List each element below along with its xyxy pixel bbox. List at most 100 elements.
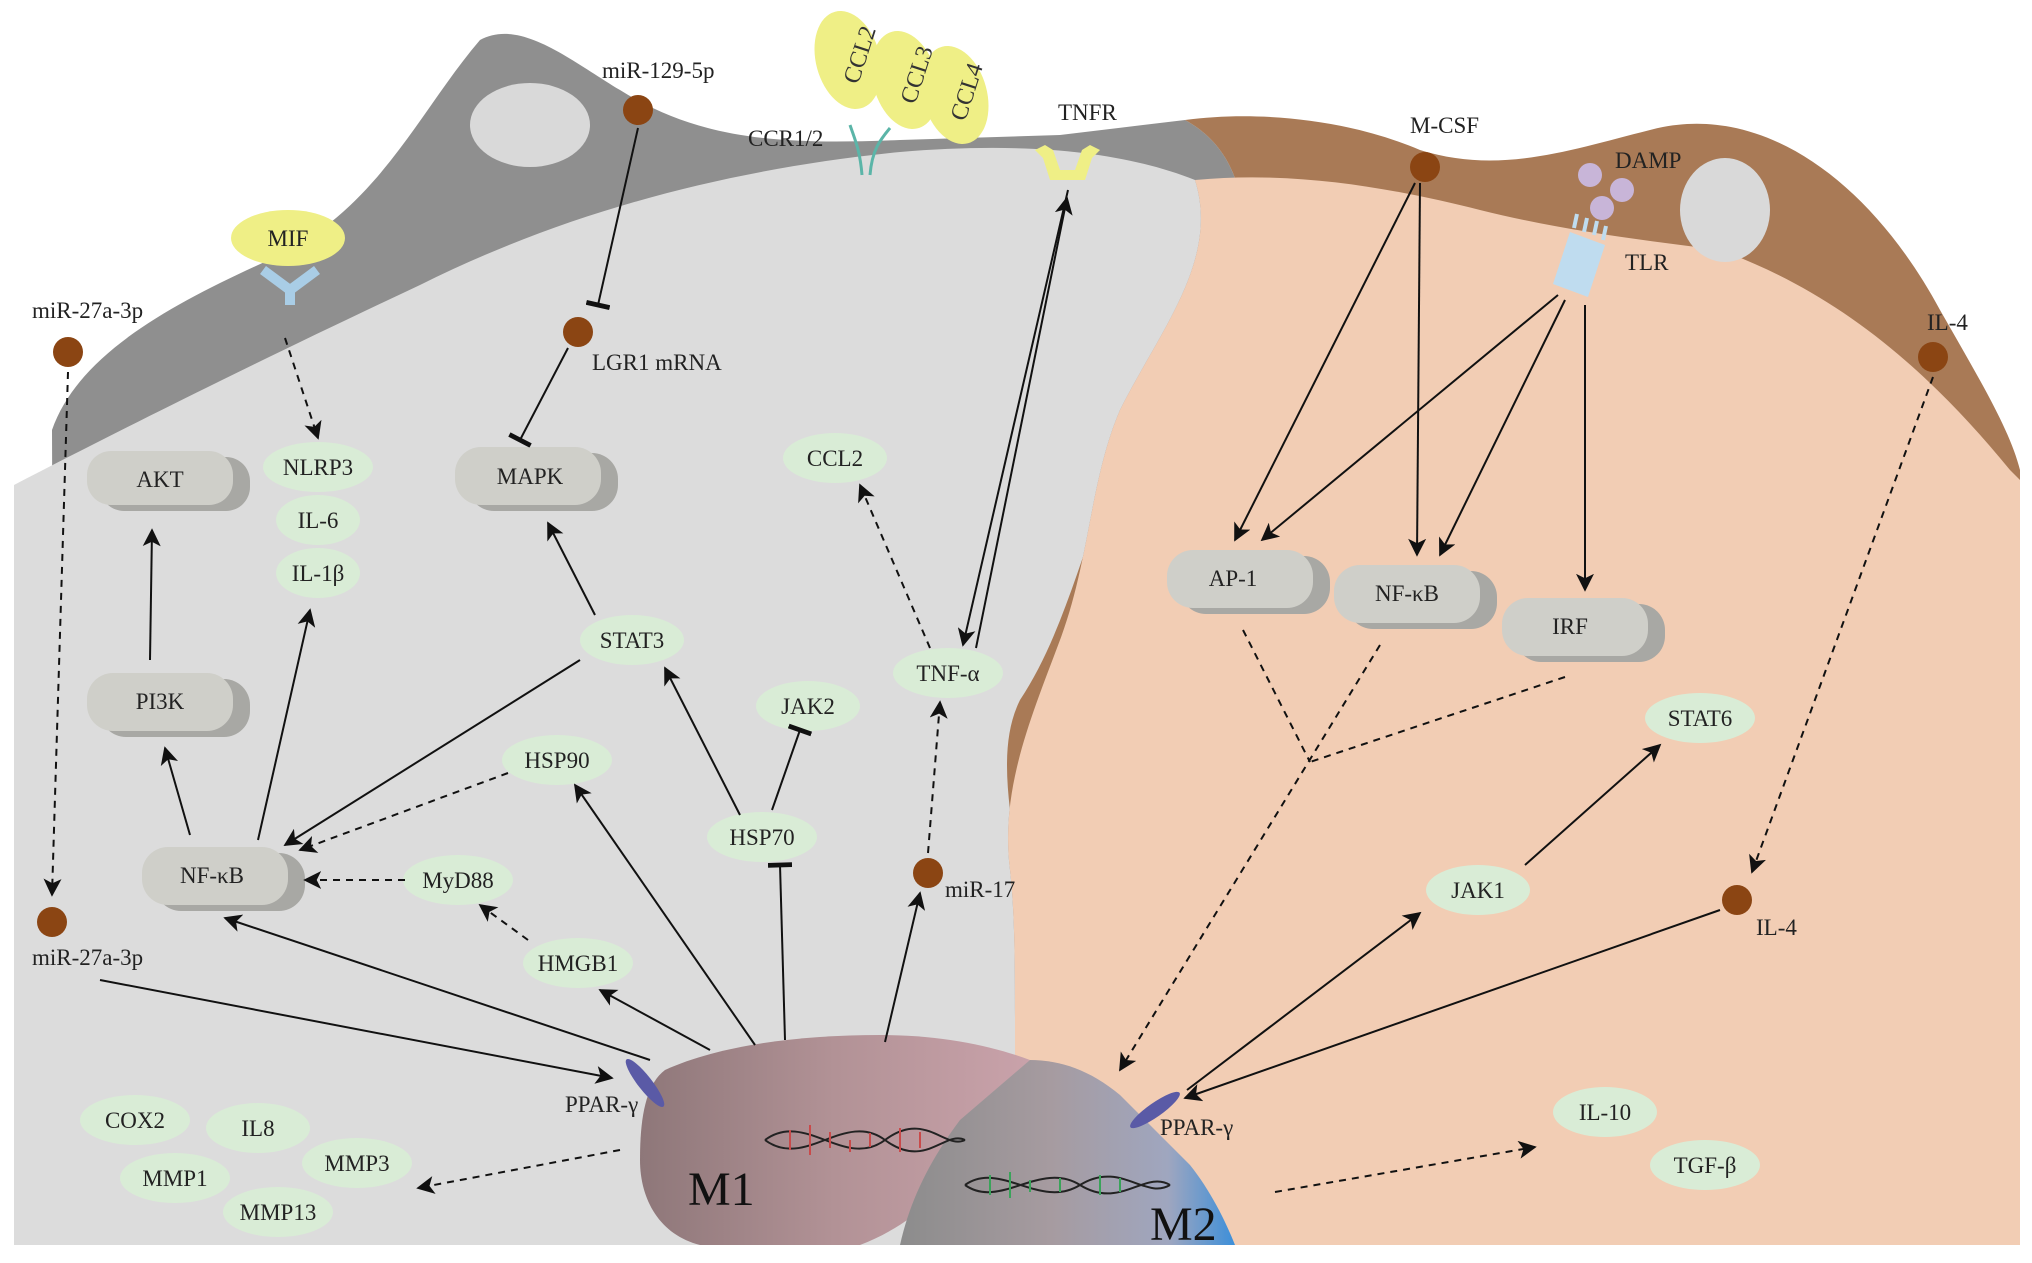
- m2-label: M2: [1150, 1198, 1217, 1251]
- pathway-edge: [858, 483, 931, 649]
- ccl2-inner-label: CCL2: [807, 446, 863, 471]
- il4-bottom-dot: [1722, 885, 1752, 915]
- pathway-edge: [1119, 644, 1381, 1072]
- ccl-ligands: CCL2 CCL3 CCL4: [814, 10, 989, 145]
- pi3k-label: PI3K: [136, 689, 185, 714]
- cox2-label: COX2: [105, 1108, 165, 1133]
- ap1-label: AP-1: [1209, 566, 1258, 591]
- hsp90-node: HSP90: [502, 735, 612, 785]
- pathway-edge: [99, 979, 614, 1084]
- stat6-node: STAT6: [1645, 693, 1755, 743]
- damp-molecules-icon: [1578, 163, 1634, 220]
- il8-node: IL8: [206, 1103, 310, 1153]
- il4-top-label: IL-4: [1927, 310, 1968, 335]
- mir-27a-bottom-dot: [37, 907, 67, 937]
- tnfr-receptor-icon: [1035, 145, 1100, 180]
- mif-label: MIF: [268, 226, 309, 251]
- irf-node: IRF: [1502, 598, 1665, 662]
- tlr-receptor-icon: [1553, 213, 1608, 297]
- nlrp3-label: NLRP3: [283, 455, 353, 480]
- pathway-edge: [585, 127, 639, 310]
- pathway-edge: [1242, 629, 1311, 763]
- mmp13-label: MMP13: [240, 1200, 317, 1225]
- pathway-edge: [478, 903, 529, 941]
- pathway-edges: [43, 127, 1934, 1194]
- jak2-label: JAK2: [781, 694, 835, 719]
- pathway-edge: [884, 891, 926, 1043]
- tgfb-node: TGF-β: [1650, 1140, 1760, 1190]
- jak1-label: JAK1: [1451, 878, 1505, 903]
- m1-dna-icon: [764, 1125, 966, 1155]
- nfkb-m2-label: NF-κB: [1375, 581, 1439, 606]
- ap1-node: AP-1: [1167, 550, 1330, 614]
- mir-27a-top-dot: [53, 337, 83, 367]
- cox2-node: COX2: [80, 1095, 190, 1145]
- tnfr-label: TNFR: [1058, 100, 1117, 125]
- pi3k-node: PI3K: [87, 673, 250, 737]
- m2-dna-icon: [964, 1172, 1171, 1198]
- pathway-edge: [1234, 182, 1416, 542]
- pathway-edge: [598, 989, 711, 1051]
- mmp1-node: MMP1: [120, 1153, 230, 1203]
- damp-label: DAMP: [1615, 148, 1681, 173]
- mapk-node: MAPK: [455, 447, 618, 511]
- pathway-edge: [298, 772, 509, 853]
- stat3-node: STAT3: [580, 615, 684, 665]
- pathway-edge: [957, 189, 1069, 647]
- pathway-edge: [1408, 182, 1427, 557]
- ppar-m1-label: PPAR-γ: [565, 1092, 638, 1117]
- pathway-edge: [767, 862, 793, 1041]
- mmp3-label: MMP3: [324, 1151, 389, 1176]
- mir-27a-top-label: miR-27a-3p: [32, 298, 143, 323]
- ccr-receptor-icon: [848, 124, 892, 176]
- il6-node: IL-6: [276, 495, 360, 545]
- stat6-label: STAT6: [1668, 706, 1733, 731]
- ccl2-inner-node: CCL2: [783, 433, 887, 483]
- mir-27a-bottom-label: miR-27a-3p: [32, 945, 143, 970]
- tnfa-node: TNF-α: [893, 648, 1003, 698]
- pathway-edge: [257, 608, 316, 841]
- pathway-edge: [573, 783, 756, 1046]
- pathway-edge: [1309, 676, 1566, 763]
- mmp13-node: MMP13: [223, 1187, 333, 1237]
- mcsf-dot: [1410, 152, 1440, 182]
- pathway-edge: [416, 1149, 621, 1194]
- mir-129-label: miR-129-5p: [602, 58, 714, 83]
- hsp70-label: HSP70: [729, 825, 794, 850]
- m1-label: M1: [688, 1163, 755, 1216]
- pathway-edge: [771, 723, 813, 811]
- lgr1-dot: [563, 317, 593, 347]
- tgfb-label: TGF-β: [1674, 1153, 1737, 1178]
- pathway-edge: [223, 914, 651, 1061]
- pathway-edge: [1439, 299, 1566, 557]
- pathway-edge: [283, 659, 581, 846]
- mif-receptor-icon: [260, 265, 320, 305]
- il1b-label: IL-1β: [292, 561, 345, 586]
- myd88-label: MyD88: [422, 868, 494, 893]
- mif-ligand: [231, 210, 345, 266]
- mcsf-label: M-CSF: [1410, 113, 1479, 138]
- tnfa-label: TNF-α: [916, 661, 979, 686]
- hsp90-label: HSP90: [524, 748, 589, 773]
- pathway-edge: [284, 337, 322, 440]
- jak1-node: JAK1: [1426, 865, 1530, 915]
- il10-node: IL-10: [1553, 1087, 1657, 1137]
- nfkb-m1-label: NF-κB: [180, 863, 244, 888]
- mapk-label: MAPK: [497, 464, 564, 489]
- m1-vacuole: [470, 83, 590, 167]
- pathway-edge: [1749, 376, 1934, 874]
- hmgb1-label: HMGB1: [538, 951, 619, 976]
- pathway-edge: [1183, 909, 1721, 1102]
- pathway-edge: [160, 746, 191, 836]
- il4-bottom-label: IL-4: [1756, 915, 1797, 940]
- pathway-edge: [1260, 294, 1559, 542]
- ccr-label: CCR1/2: [748, 126, 823, 151]
- il8-label: IL8: [241, 1116, 274, 1141]
- ppar-m2-label: PPAR-γ: [1160, 1115, 1233, 1140]
- hmgb1-node: HMGB1: [523, 938, 633, 988]
- myd88-node: MyD88: [403, 855, 513, 905]
- pathway-edge: [508, 347, 569, 448]
